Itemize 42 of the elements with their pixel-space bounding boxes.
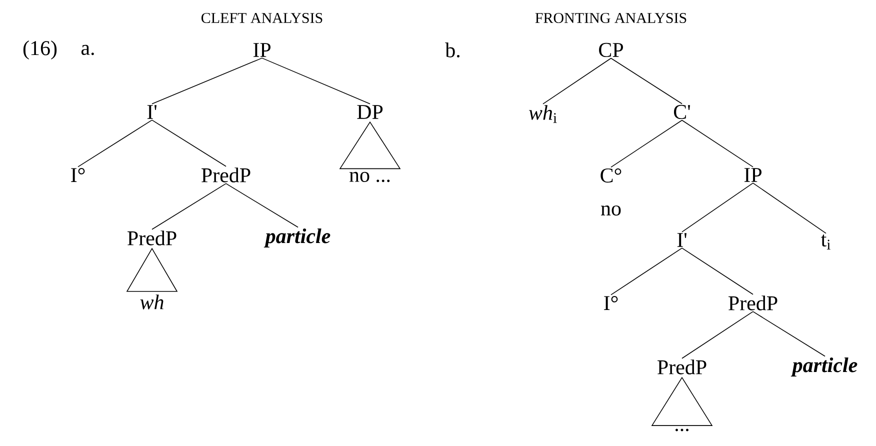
tree-label: ... bbox=[676, 428, 688, 432]
tree-label: IP bbox=[253, 43, 270, 57]
sub-example-letter: a. bbox=[81, 44, 94, 56]
branch-line bbox=[78, 120, 152, 168]
tree-label: no ... bbox=[350, 172, 390, 182]
tree-label: wh$_{i}$ bbox=[528, 105, 557, 123]
tree-label: DP bbox=[357, 105, 383, 119]
branch-line bbox=[610, 58, 682, 104]
tree-label: I' bbox=[147, 105, 157, 119]
branch-line bbox=[262, 58, 370, 104]
branch-line bbox=[542, 58, 612, 104]
example-number: (16) bbox=[23, 40, 57, 60]
branch-line bbox=[752, 182, 826, 234]
branch-line bbox=[226, 183, 298, 228]
tree-label: PredP bbox=[728, 296, 778, 310]
tree-label: IP bbox=[744, 168, 762, 182]
tree-label: I' bbox=[677, 233, 686, 247]
heading: FRONTING ANALYSIS bbox=[535, 12, 686, 24]
tree-label: CP bbox=[599, 42, 623, 58]
tree-label: C' bbox=[674, 104, 690, 120]
tree-label: particle bbox=[264, 228, 330, 248]
tree-label: PredP bbox=[128, 230, 176, 246]
branch-line bbox=[752, 311, 826, 357]
branch-line bbox=[152, 120, 226, 167]
tree-label: I° bbox=[71, 168, 85, 182]
tree-label: particle bbox=[790, 357, 858, 376]
branch-line bbox=[152, 183, 226, 230]
branch-line bbox=[682, 182, 754, 232]
sub-example-letter: b. bbox=[445, 42, 460, 58]
branch-line bbox=[682, 248, 754, 295]
tree-label: PredP bbox=[658, 360, 706, 374]
tree-label: t$_{i}$ bbox=[821, 234, 830, 250]
branch-line bbox=[610, 120, 682, 168]
tree-label: wh bbox=[140, 294, 164, 310]
tree-label: PredP bbox=[202, 168, 250, 182]
branch-line bbox=[610, 248, 682, 296]
tree-label: C° no bbox=[600, 168, 622, 216]
branch-line bbox=[682, 120, 754, 168]
heading: CLEFT ANALYSIS bbox=[202, 12, 322, 24]
branch-line bbox=[152, 58, 262, 104]
branch-line bbox=[682, 311, 754, 359]
tree-label: I° bbox=[604, 296, 618, 310]
